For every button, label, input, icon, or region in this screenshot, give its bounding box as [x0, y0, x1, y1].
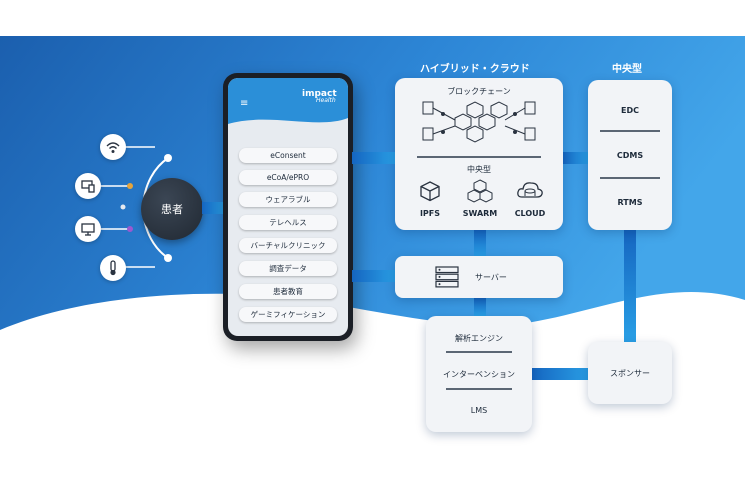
menu-telehealth[interactable]: テレヘルス: [239, 215, 337, 230]
menu-gamification[interactable]: ゲーミフィケーション: [239, 307, 337, 322]
central-rtms: RTMS: [617, 198, 643, 207]
central-divider-2: [600, 177, 660, 179]
storage-ipfs: IPFS: [419, 209, 441, 218]
device-node: [75, 173, 101, 199]
phone-device: ≡ impact Health eConsent eCoA/ePRO ウェアラブ…: [223, 73, 353, 341]
central-cdms: CDMS: [616, 151, 644, 160]
thermometer-node: [100, 255, 126, 281]
hybrid-cloud-title: ハイブリッド・クラウド: [420, 64, 530, 75]
menu-survey-data[interactable]: 調査データ: [239, 261, 337, 276]
analytics-card: 解析エンジン インターベンション LMS: [426, 316, 532, 432]
central-type-title: 中央型: [612, 64, 642, 75]
server-to-analytics-link: [474, 298, 486, 316]
blockchain-label: ブロックチェーン: [447, 87, 511, 96]
thermometer-icon: [110, 260, 116, 276]
swarm-cubes-icon: [467, 179, 493, 203]
menu-ecoa-epro[interactable]: eCoA/ePRO: [239, 170, 337, 185]
screen-header: [228, 78, 348, 124]
analytics-intervention: インターベンション: [443, 370, 515, 379]
storage-cloud: CLOUD: [514, 209, 546, 218]
wifi-icon: [106, 142, 120, 153]
menu-patient-education[interactable]: 患者教育: [239, 284, 337, 299]
server-label: サーバー: [475, 273, 507, 282]
app-logo: impact Health: [302, 89, 342, 104]
central-to-sponsor-link: [624, 230, 636, 342]
cloud-to-server-link: [474, 230, 486, 258]
sponsor-card: スポンサー: [588, 342, 672, 404]
cloud-icon: [517, 182, 543, 198]
app-to-cloud-link: [352, 152, 396, 164]
analytics-lms: LMS: [470, 406, 488, 415]
hybrid-cloud-card: ブロックチェーン 中央型: [395, 78, 563, 230]
storage-swarm: SWARM: [462, 209, 498, 218]
patient-to-app-link: [202, 202, 226, 214]
blockchain-network-icon: [422, 101, 536, 143]
app-to-server-link: [352, 270, 396, 282]
menu-wearable[interactable]: ウェアラブル: [239, 192, 337, 207]
patient-label: 患者: [161, 203, 183, 216]
app-screen: ≡ impact Health eConsent eCoA/ePRO ウェアラブ…: [228, 78, 348, 336]
patient-circle: 患者: [141, 178, 203, 240]
analytics-engine: 解析エンジン: [455, 334, 503, 343]
menu-econsent[interactable]: eConsent: [239, 148, 337, 163]
monitor-icon: [81, 223, 95, 236]
central-type-card: EDC CDMS RTMS: [588, 80, 672, 230]
cube-icon: [420, 181, 440, 202]
cloud-to-central-link: [562, 152, 590, 164]
hamburger-icon[interactable]: ≡: [240, 98, 249, 109]
menu-virtual-clinic[interactable]: バーチャルクリニック: [239, 238, 337, 253]
central-divider-1: [600, 130, 660, 132]
cloud-divider: [417, 156, 541, 158]
server-card: サーバー: [395, 256, 563, 298]
wifi-node: [100, 134, 126, 160]
server-icon: [435, 266, 459, 288]
analytics-to-sponsor-link: [531, 368, 591, 380]
monitor-node: [75, 216, 101, 242]
analytics-divider-2: [446, 388, 512, 390]
analytics-divider-1: [446, 351, 512, 353]
sponsor-label: スポンサー: [610, 369, 650, 378]
logo-sub: Health: [316, 97, 336, 104]
central-edc: EDC: [621, 106, 639, 115]
device-icon: [81, 180, 95, 193]
logo-main: impact: [302, 89, 337, 99]
central-label: 中央型: [467, 165, 491, 174]
